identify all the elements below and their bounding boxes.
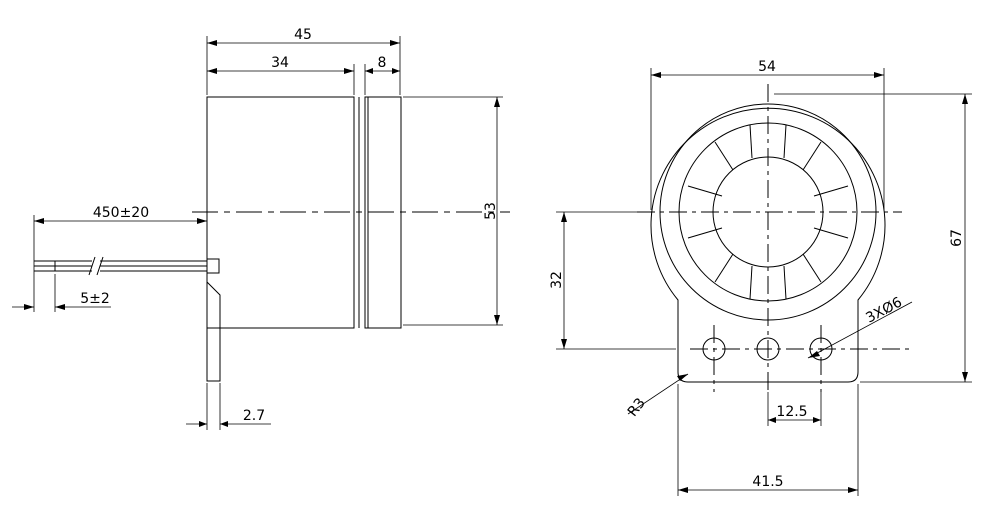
- mounting-bracket: [206, 280, 221, 382]
- front-view: 54 67 32 3XØ6 12.5 41.5: [549, 59, 972, 496]
- dim-outer-diameter: 54: [758, 59, 776, 75]
- dim-bracket-thickness: 2.7: [243, 408, 265, 424]
- lead-wires: [34, 256, 220, 276]
- dim-total-length: 45: [294, 27, 312, 43]
- dim-diameter: 53: [483, 202, 499, 220]
- side-view: 45 34 8 53 450±20 5±2: [12, 27, 510, 430]
- dim-center-height: 32: [549, 271, 565, 289]
- dim-lead-strip: 5±2: [80, 291, 110, 307]
- dim-height: 67: [949, 229, 965, 247]
- dim-body-length: 34: [271, 55, 289, 71]
- housing-outline: [650, 107, 886, 383]
- dim-hole-pitch: 12.5: [776, 404, 807, 420]
- dim-corner-radius: R3: [625, 395, 649, 420]
- dim-holes: 3XØ6: [863, 294, 905, 326]
- grille-spokes: [687, 124, 849, 300]
- dim-bracket-width: 41.5: [752, 474, 783, 490]
- dim-lead-length: 450±20: [93, 205, 149, 221]
- dim-front-length: 8: [378, 55, 387, 71]
